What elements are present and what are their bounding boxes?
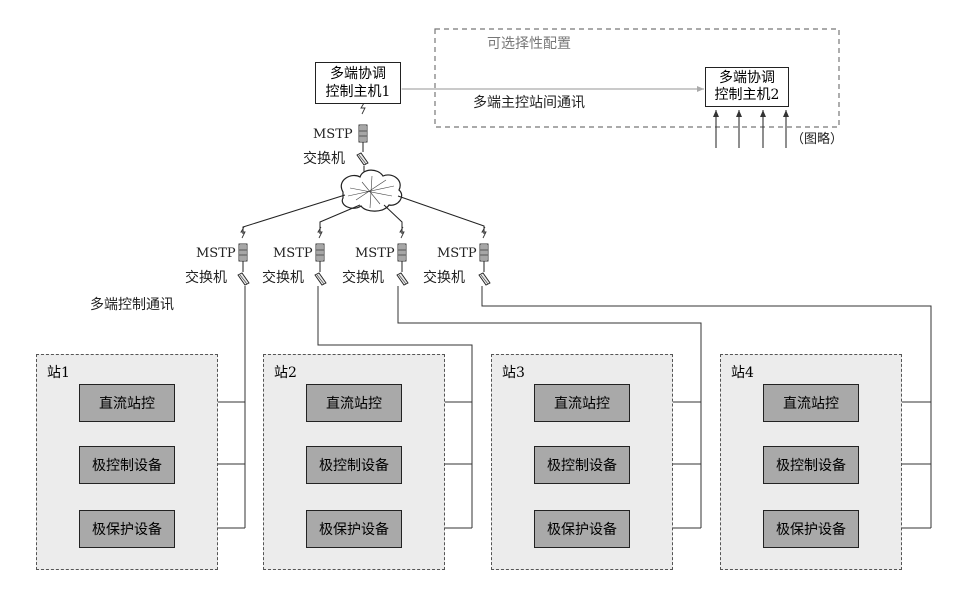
- station-3-dc-station-control: 直流站控: [534, 384, 630, 422]
- master1-uplink: [356, 102, 369, 180]
- station-3-label: 站3: [502, 365, 525, 381]
- master-host-2: 多端协调 控制主机2: [705, 67, 789, 107]
- mstp-label-4: MSTP: [437, 246, 477, 261]
- station-4-pole-control-equipment: 极控制设备: [763, 446, 859, 484]
- switch-label-master: 交换机: [303, 151, 345, 167]
- mstp-column-4: [478, 226, 491, 286]
- master-host-2-line2: 控制主机2: [714, 87, 780, 103]
- station-1-label: 站1: [47, 365, 70, 381]
- master-host-1: 多端协调 控制主机1: [315, 62, 401, 104]
- switch-label-2: 交换机: [262, 270, 304, 286]
- station-3-pole-control-equipment: 极控制设备: [534, 446, 630, 484]
- master-host-1-line1: 多端协调: [330, 66, 386, 82]
- optional-config-label: 可选择性配置: [487, 36, 571, 52]
- station-2: 站2 直流站控 极控制设备 极保护设备: [263, 354, 445, 570]
- station-3: 站3 直流站控 极控制设备 极保护设备: [491, 354, 673, 570]
- switch-label-1: 交换机: [185, 270, 227, 286]
- station-4: 站4 直流站控 极控制设备 极保护设备: [720, 354, 902, 570]
- station-4-pole-protection-equipment: 极保护设备: [763, 510, 859, 548]
- station-1-dc-station-control: 直流站控: [79, 384, 175, 422]
- multi-terminal-comm-label: 多端控制通讯: [90, 297, 174, 313]
- mstp-column-3: [396, 226, 409, 286]
- master2-inputs: [713, 110, 789, 148]
- station-2-pole-protection-equipment: 极保护设备: [306, 510, 402, 548]
- station-1-pole-protection-equipment: 极保护设备: [79, 510, 175, 548]
- omitted-note: （图略）: [791, 132, 844, 147]
- mstp-column-2: [314, 226, 327, 286]
- station-2-label: 站2: [274, 365, 297, 381]
- master-host-2-line1: 多端协调: [719, 70, 775, 86]
- mstp-column-1: [237, 226, 250, 286]
- station-3-pole-protection-equipment: 极保护设备: [534, 510, 630, 548]
- mstp-label-1: MSTP: [196, 246, 236, 261]
- mstp-label-3: MSTP: [355, 246, 395, 261]
- switch-label-3: 交换机: [342, 270, 384, 286]
- switch-label-4: 交换机: [423, 270, 465, 286]
- station-4-label: 站4: [731, 365, 754, 381]
- mstp-label-master: MSTP: [313, 127, 353, 142]
- station-1: 站1 直流站控 极控制设备 极保护设备: [36, 354, 218, 570]
- inter-master-comm-label: 多端主控站间通讯: [473, 95, 585, 111]
- station-2-pole-control-equipment: 极控制设备: [306, 446, 402, 484]
- optional-config-frame: [434, 28, 840, 128]
- mstp-label-2: MSTP: [273, 246, 313, 261]
- network-cloud-icon: [340, 169, 403, 212]
- station-1-pole-control-equipment: 极控制设备: [79, 446, 175, 484]
- station-4-dc-station-control: 直流站控: [763, 384, 859, 422]
- station-2-dc-station-control: 直流站控: [306, 384, 402, 422]
- master-host-1-line2: 控制主机1: [325, 84, 391, 100]
- station-wiring: [244, 286, 932, 528]
